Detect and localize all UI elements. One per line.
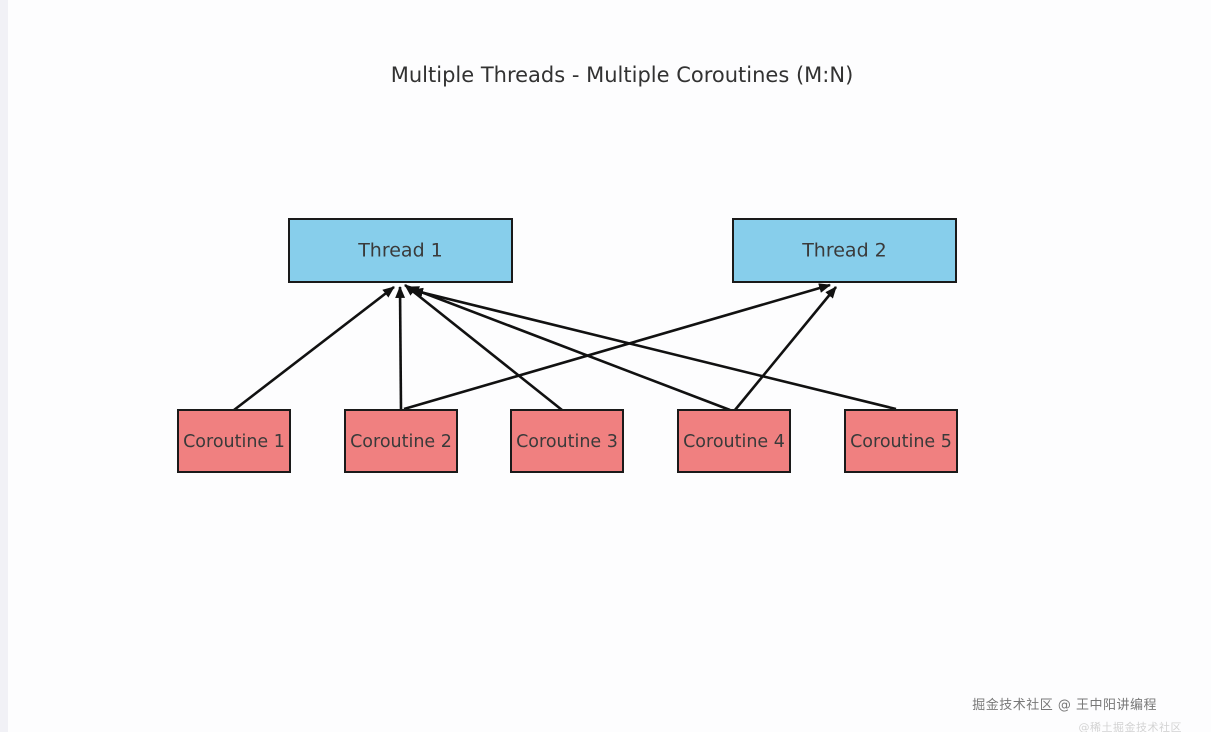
coroutine-3	[510, 409, 624, 473]
thread-2-label: Thread 2	[801, 240, 887, 262]
thread-2	[732, 218, 957, 283]
edge-coroutine-4-to-thread-1	[407, 285, 731, 412]
thread-1-label: Thread 1	[357, 240, 443, 262]
thread-box-thread-2: Thread 2	[732, 218, 957, 283]
thread-1	[288, 218, 513, 283]
edge-coroutine-3-to-thread-1	[404, 283, 563, 412]
edge-coroutine-2-to-thread-2	[403, 283, 831, 411]
watermark-faint-credit: @稀土掘金技术社区	[1078, 721, 1182, 732]
coroutine-1-label: Coroutine 1	[183, 432, 285, 452]
watermark-community-credit: 掘金技术社区 @ 王中阳讲编程	[972, 698, 1157, 713]
coroutine-box-coroutine-4: Coroutine 4	[677, 409, 791, 473]
coroutine-1	[177, 409, 291, 473]
diagram-title: Multiple Threads - Multiple Coroutines (…	[391, 63, 854, 87]
coroutine-4-label: Coroutine 4	[683, 432, 785, 452]
left-edge-strip	[0, 0, 8, 732]
nodes-layer: Thread 1 Thread 2 Coroutine 1 Coroutine 2 Co…	[177, 218, 958, 473]
coroutine-box-coroutine-2: Coroutine 2	[344, 409, 458, 473]
edge-coroutine-2-to-thread-1	[395, 285, 406, 411]
coroutine-2	[344, 409, 458, 473]
coroutine-4	[677, 409, 791, 473]
coroutine-box-coroutine-3: Coroutine 3	[510, 409, 624, 473]
coroutine-5-label: Coroutine 5	[850, 432, 952, 452]
edge-coroutine-5-to-thread-1	[410, 287, 897, 411]
edge-coroutine-4-to-thread-2	[733, 286, 838, 411]
coroutine-box-coroutine-5: Coroutine 5	[844, 409, 958, 473]
coroutine-5	[844, 409, 958, 473]
coroutine-3-label: Coroutine 3	[516, 432, 618, 452]
coroutine-box-coroutine-1: Coroutine 1	[177, 409, 291, 473]
coroutine-2-label: Coroutine 2	[350, 432, 452, 452]
edges-layer	[233, 283, 897, 412]
thread-box-thread-1: Thread 1	[288, 218, 513, 283]
edge-coroutine-1-to-thread-1	[233, 285, 395, 412]
